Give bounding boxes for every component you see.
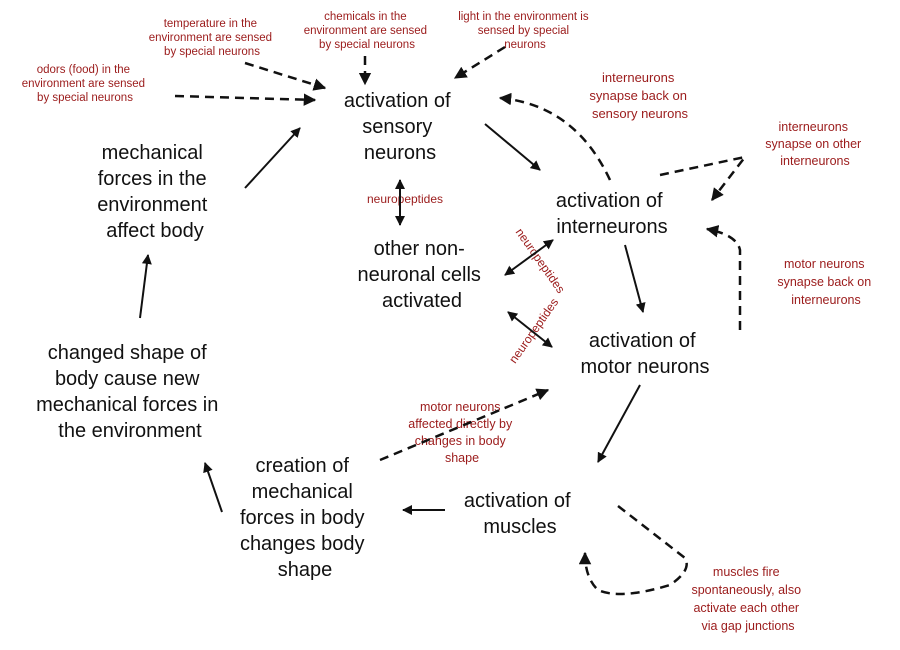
arrow-mechanical-to-sensory <box>244 127 301 189</box>
note-motor-back-interneurons: motor neurons synapse back on interneuro… <box>777 257 874 307</box>
arrow-temperature <box>244 61 327 91</box>
note-chemicals: chemicals in the environment are sensed … <box>304 11 431 51</box>
node-creation-mechanical-forces: creation of mechanical forces in body ch… <box>240 455 370 581</box>
note-interneurons-other: interneurons synapse on other interneuro… <box>765 120 864 168</box>
node-motor-neurons: activation of motor neurons <box>581 330 710 378</box>
arrow-motor-affected <box>379 388 550 462</box>
arrow-interneurons-back-sensory <box>498 92 612 181</box>
arrow-odors <box>174 93 317 106</box>
arrow-motor-back-interneurons <box>705 225 742 330</box>
note-temperature: temperature in the environment are sense… <box>149 18 276 58</box>
arrow-motor-to-muscles <box>597 384 641 463</box>
note-muscles-fire: muscles fire spontaneously, also activat… <box>691 565 804 633</box>
note-motor-affected: motor neurons affected directly by chang… <box>408 400 515 465</box>
node-mechanical-environment: mechanical forces in the environment aff… <box>97 142 213 242</box>
arrow-interneurons-to-motor <box>624 244 646 313</box>
arrow-nonneuronal-motor <box>507 311 553 348</box>
arrow-nonneuronal-interneurons <box>504 239 554 276</box>
note-light: light in the environment is sensed by sp… <box>458 11 592 51</box>
node-changed-shape: changed shape of body cause new mechanic… <box>36 342 224 442</box>
arrow-sensory-to-interneurons <box>484 123 541 171</box>
arrow-muscles-self <box>578 505 688 596</box>
arrow-changed-shape-to-mechanical <box>139 254 152 319</box>
arrow-creation-to-changed-shape <box>203 462 223 513</box>
node-muscles: activation of muscles <box>464 490 576 538</box>
node-non-neuronal-cells: other non- neuronal cells activated <box>358 238 487 312</box>
label-neuropeptides-motor: neuropeptides <box>506 296 561 366</box>
arrow-light <box>453 45 506 80</box>
label-neuropeptides-sensory: neuropeptides <box>367 192 443 206</box>
node-interneurons: activation of interneurons <box>556 190 668 238</box>
note-odors: odors (food) in the environment are sens… <box>22 64 149 104</box>
arrow-interneurons-other <box>659 155 749 201</box>
node-sensory-neurons: activation of sensory neurons <box>344 90 456 164</box>
note-interneurons-back-sensory: interneurons synapse back on sensory neu… <box>589 70 690 121</box>
